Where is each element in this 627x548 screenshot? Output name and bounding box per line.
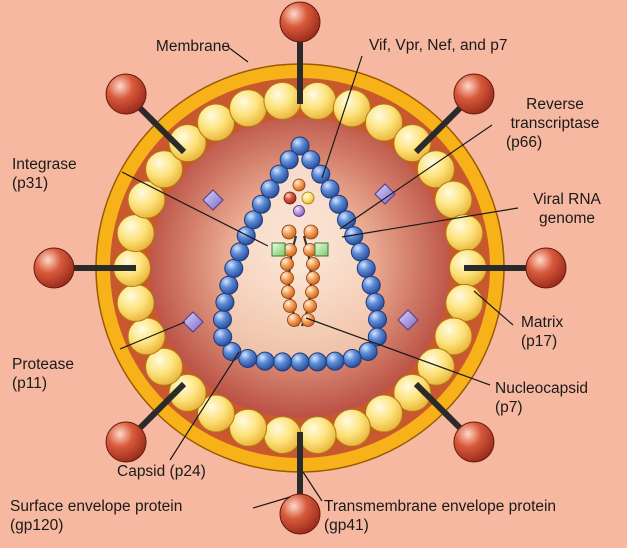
matrix-ball xyxy=(128,318,165,355)
nucleocapsid-ball xyxy=(284,300,297,313)
matrix-ball xyxy=(366,395,403,432)
matrix-ball xyxy=(264,82,301,119)
matrix-ball xyxy=(117,284,154,321)
capsid-ball xyxy=(256,352,274,370)
label-accessory-proteins: Vif, Vpr, Nef, and p7 xyxy=(369,36,507,55)
matrix-ball xyxy=(198,104,235,141)
label-integrase: Integrase (p31) xyxy=(12,155,77,193)
matrix-ball xyxy=(299,417,336,454)
matrix-ball xyxy=(435,181,472,218)
capsid-ball xyxy=(220,276,238,294)
capsid-ball xyxy=(359,342,377,360)
nucleocapsid-ball xyxy=(281,258,294,271)
capsid-ball xyxy=(357,259,375,277)
capsid-ball xyxy=(343,349,361,367)
capsid-ball xyxy=(231,243,249,261)
label-membrane: Membrane xyxy=(120,37,230,56)
matrix-ball xyxy=(117,215,154,252)
capsid-ball xyxy=(351,243,369,261)
matrix-ball xyxy=(264,417,301,454)
matrix-ball xyxy=(230,409,267,446)
surface-knob xyxy=(454,422,494,462)
capsid-ball xyxy=(362,276,380,294)
nucleocapsid-ball xyxy=(306,286,319,299)
nucleocapsid-ball xyxy=(288,314,301,327)
matrix-ball xyxy=(446,215,483,252)
nucleocapsid-ball xyxy=(307,258,320,271)
surface-knob xyxy=(280,494,320,534)
matrix-ball xyxy=(230,90,267,127)
capsid-ball xyxy=(214,328,232,346)
matrix-ball xyxy=(299,82,336,119)
surface-knob xyxy=(106,74,146,114)
label-nucleocapsid: Nucleocapsid (p7) xyxy=(495,379,588,417)
matrix-ball xyxy=(333,90,370,127)
capsid-ball xyxy=(369,311,387,329)
matrix-ball xyxy=(446,284,483,321)
capsid-ball xyxy=(308,353,326,371)
surface-knob xyxy=(280,2,320,42)
label-reverse-transcriptase: Reverse transcriptase (p66) xyxy=(480,95,627,152)
surface-knob xyxy=(34,248,74,288)
capsid-ball xyxy=(326,352,344,370)
nucleocapsid-ball xyxy=(307,272,320,285)
label-transmembrane-envelope-protein: Transmembrane envelope protein (gp41) xyxy=(324,497,556,535)
capsid-ball xyxy=(213,311,231,329)
label-capsid: Capsid (p24) xyxy=(117,462,206,481)
capsid-ball xyxy=(291,353,309,371)
capsid-ball xyxy=(225,259,243,277)
capsid-ball xyxy=(280,151,298,169)
label-matrix: Matrix (p17) xyxy=(521,313,563,351)
nucleocapsid-ball xyxy=(281,272,294,285)
label-protease: Protease (p11) xyxy=(12,355,74,393)
capsid-ball xyxy=(216,293,234,311)
capsid-ball xyxy=(274,353,292,371)
capsid-ball xyxy=(366,293,384,311)
label-surface-envelope-protein: Surface envelope protein (gp120) xyxy=(10,497,182,535)
capsid-ball xyxy=(239,349,257,367)
surface-knob xyxy=(106,422,146,462)
nucleocapsid-ball xyxy=(282,286,295,299)
capsid-ball xyxy=(237,227,255,245)
label-viral-rna-genome: Viral RNA genome xyxy=(518,190,616,228)
surface-knob xyxy=(526,248,566,288)
nucleocapsid-ball xyxy=(304,300,317,313)
matrix-ball xyxy=(333,409,370,446)
